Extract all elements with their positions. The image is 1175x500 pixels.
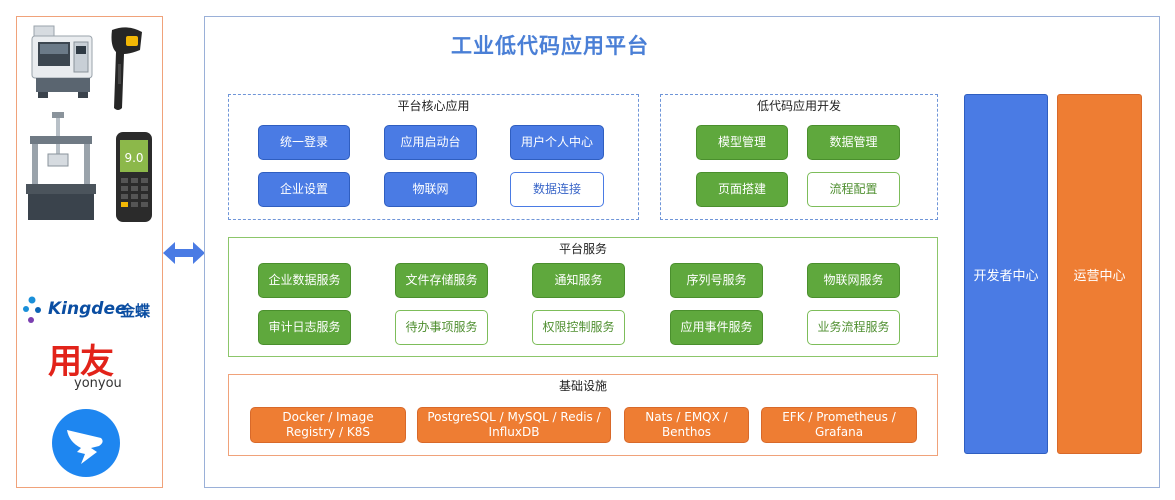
audit-log-service-button[interactable]: 审计日志服务: [258, 310, 351, 345]
yonyou-name-en: yonyou: [74, 376, 122, 391]
messaging-infra-line2: Benthos: [661, 425, 712, 439]
user-center-button[interactable]: 用户个人中心: [510, 125, 604, 160]
platform-services-group: 平台服务 企业数据服务 文件存储服务 通知服务 序列号服务 物联网服务 审计日志…: [228, 237, 938, 357]
cnc-lathe-icon: [31, 25, 93, 98]
app-event-service-button[interactable]: 应用事件服务: [670, 310, 763, 345]
observability-infra-line1: EFK / Prometheus /: [782, 410, 896, 424]
container-infra-button[interactable]: Docker / Image Registry / K8S: [250, 407, 406, 443]
data-management-button[interactable]: 数据管理: [807, 125, 900, 160]
container-infra-line1: Docker / Image: [282, 410, 374, 424]
platform-services-title: 平台服务: [558, 242, 607, 256]
iot-button[interactable]: 物联网: [384, 172, 477, 207]
barcode-scanner-icon: [111, 27, 142, 110]
enterprise-data-service-button[interactable]: 企业数据服务: [258, 263, 351, 298]
observability-infra-line2: Grafana: [814, 425, 864, 439]
container-infra-line2: Registry / K8S: [286, 425, 370, 439]
business-flow-service-button[interactable]: 业务流程服务: [807, 310, 900, 345]
permission-service-button[interactable]: 权限控制服务: [532, 310, 625, 345]
enterprise-settings-button[interactable]: 企业设置: [258, 172, 350, 207]
low-code-title: 低代码应用开发: [756, 99, 841, 113]
file-storage-service-button[interactable]: 文件存储服务: [395, 263, 488, 298]
dingtalk-logo-icon: [52, 409, 120, 477]
platform-frame: [204, 16, 1160, 488]
todo-service-button[interactable]: 待办事项服务: [395, 310, 488, 345]
model-management-button[interactable]: 模型管理: [696, 125, 788, 160]
database-infra-button[interactable]: PostgreSQL / MySQL / Redis / InfluxDB: [417, 407, 611, 443]
bidirectional-arrow-icon: [163, 242, 205, 264]
developer-center-panel[interactable]: 开发者中心: [964, 94, 1048, 454]
handheld-pda-icon: 9.0: [116, 132, 152, 222]
data-connection-button[interactable]: 数据连接: [510, 172, 604, 207]
platform-title: 工业低代码应用平台: [451, 34, 649, 58]
notification-service-button[interactable]: 通知服务: [532, 263, 625, 298]
flow-config-button[interactable]: 流程配置: [807, 172, 900, 207]
kingdee-name-cn: 金蝶: [120, 302, 151, 320]
messaging-infra-button[interactable]: Nats / EMQX / Benthos: [624, 407, 749, 443]
unified-login-button[interactable]: 统一登录: [258, 125, 350, 160]
page-builder-button[interactable]: 页面搭建: [696, 172, 788, 207]
core-apps-title: 平台核心应用: [397, 99, 470, 113]
infrastructure-title: 基础设施: [558, 379, 607, 393]
kingdee-name-en: Kingdee: [48, 299, 127, 319]
kingdee-dots-icon: [23, 296, 41, 323]
iot-service-button[interactable]: 物联网服务: [807, 263, 900, 298]
coordinate-measuring-machine-icon: [26, 112, 96, 220]
messaging-infra-line1: Nats / EMQX /: [645, 410, 728, 424]
serial-number-service-button[interactable]: 序列号服务: [670, 263, 763, 298]
database-infra-line2: InfluxDB: [488, 425, 540, 439]
kingdee-logo: Kingdee 金蝶: [22, 292, 158, 330]
yonyou-name-cn: 用友: [48, 342, 114, 382]
operations-center-panel[interactable]: 运营中心: [1057, 94, 1142, 454]
database-infra-line1: PostgreSQL / MySQL / Redis /: [427, 410, 601, 424]
core-apps-group: 平台核心应用 统一登录 应用启动台 用户个人中心 企业设置 物联网 数据连接: [228, 94, 639, 220]
svg-text:9.0: 9.0: [124, 151, 143, 165]
yonyou-logo: 用友 yonyou: [44, 338, 136, 396]
app-launcher-button[interactable]: 应用启动台: [384, 125, 477, 160]
low-code-group: 低代码应用开发 模型管理 数据管理 页面搭建 流程配置: [660, 94, 938, 220]
observability-infra-button[interactable]: EFK / Prometheus / Grafana: [761, 407, 917, 443]
infrastructure-group: 基础设施 Docker / Image Registry / K8S Postg…: [228, 374, 938, 456]
